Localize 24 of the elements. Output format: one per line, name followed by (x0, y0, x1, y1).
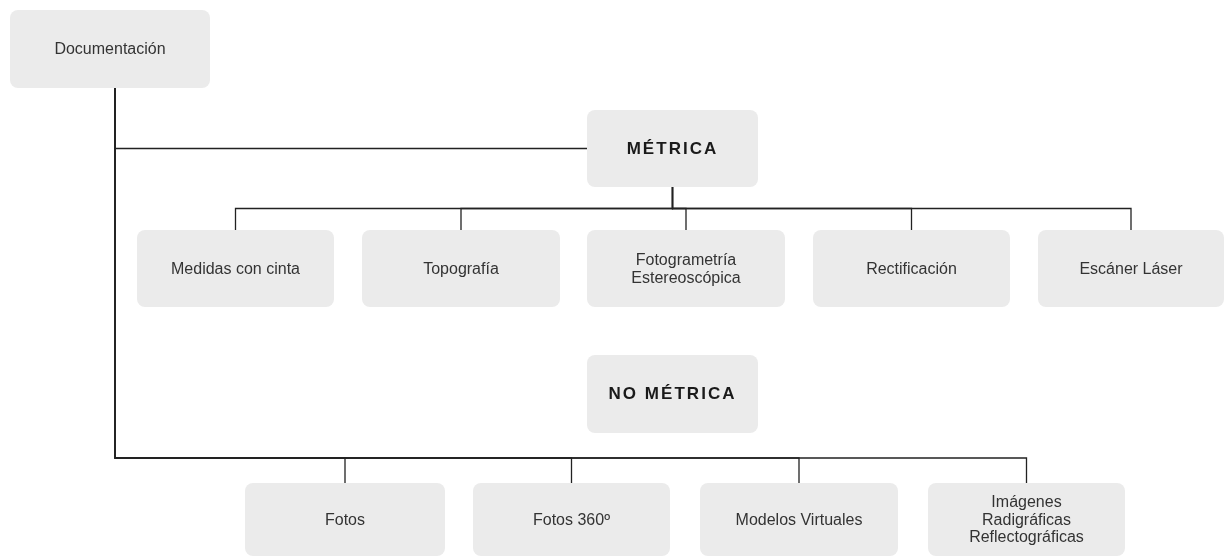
item-label: Medidas con cinta (171, 259, 300, 278)
item-box (928, 483, 1125, 556)
item-box (137, 230, 334, 307)
item-label: Modelos Virtuales (735, 510, 863, 529)
connector-line (671, 186, 1132, 231)
item-box (473, 483, 670, 556)
item-box (362, 230, 560, 307)
item-box (245, 483, 445, 556)
item-box (813, 230, 1010, 307)
item-label: Fotos (325, 510, 365, 529)
item-box (1038, 230, 1224, 307)
category-title: NO MÉTRICA (608, 383, 737, 406)
item-label: Rectificación (866, 259, 957, 278)
item-label: Imágenes Radigráficas Reflectográficas (968, 493, 1085, 546)
item-label: Escáner Láser (1079, 259, 1183, 278)
category-box (587, 110, 758, 187)
item-label: Topografía (423, 259, 499, 278)
item-label: Fotogrametría Estereoscópica (630, 250, 742, 287)
item-box (10, 10, 210, 88)
item-label: Documentación (54, 40, 166, 58)
item-box (700, 483, 898, 556)
category-title: MÉTRICA (626, 137, 719, 160)
item-label: Fotos 360º (533, 510, 610, 529)
item-box (587, 230, 785, 307)
